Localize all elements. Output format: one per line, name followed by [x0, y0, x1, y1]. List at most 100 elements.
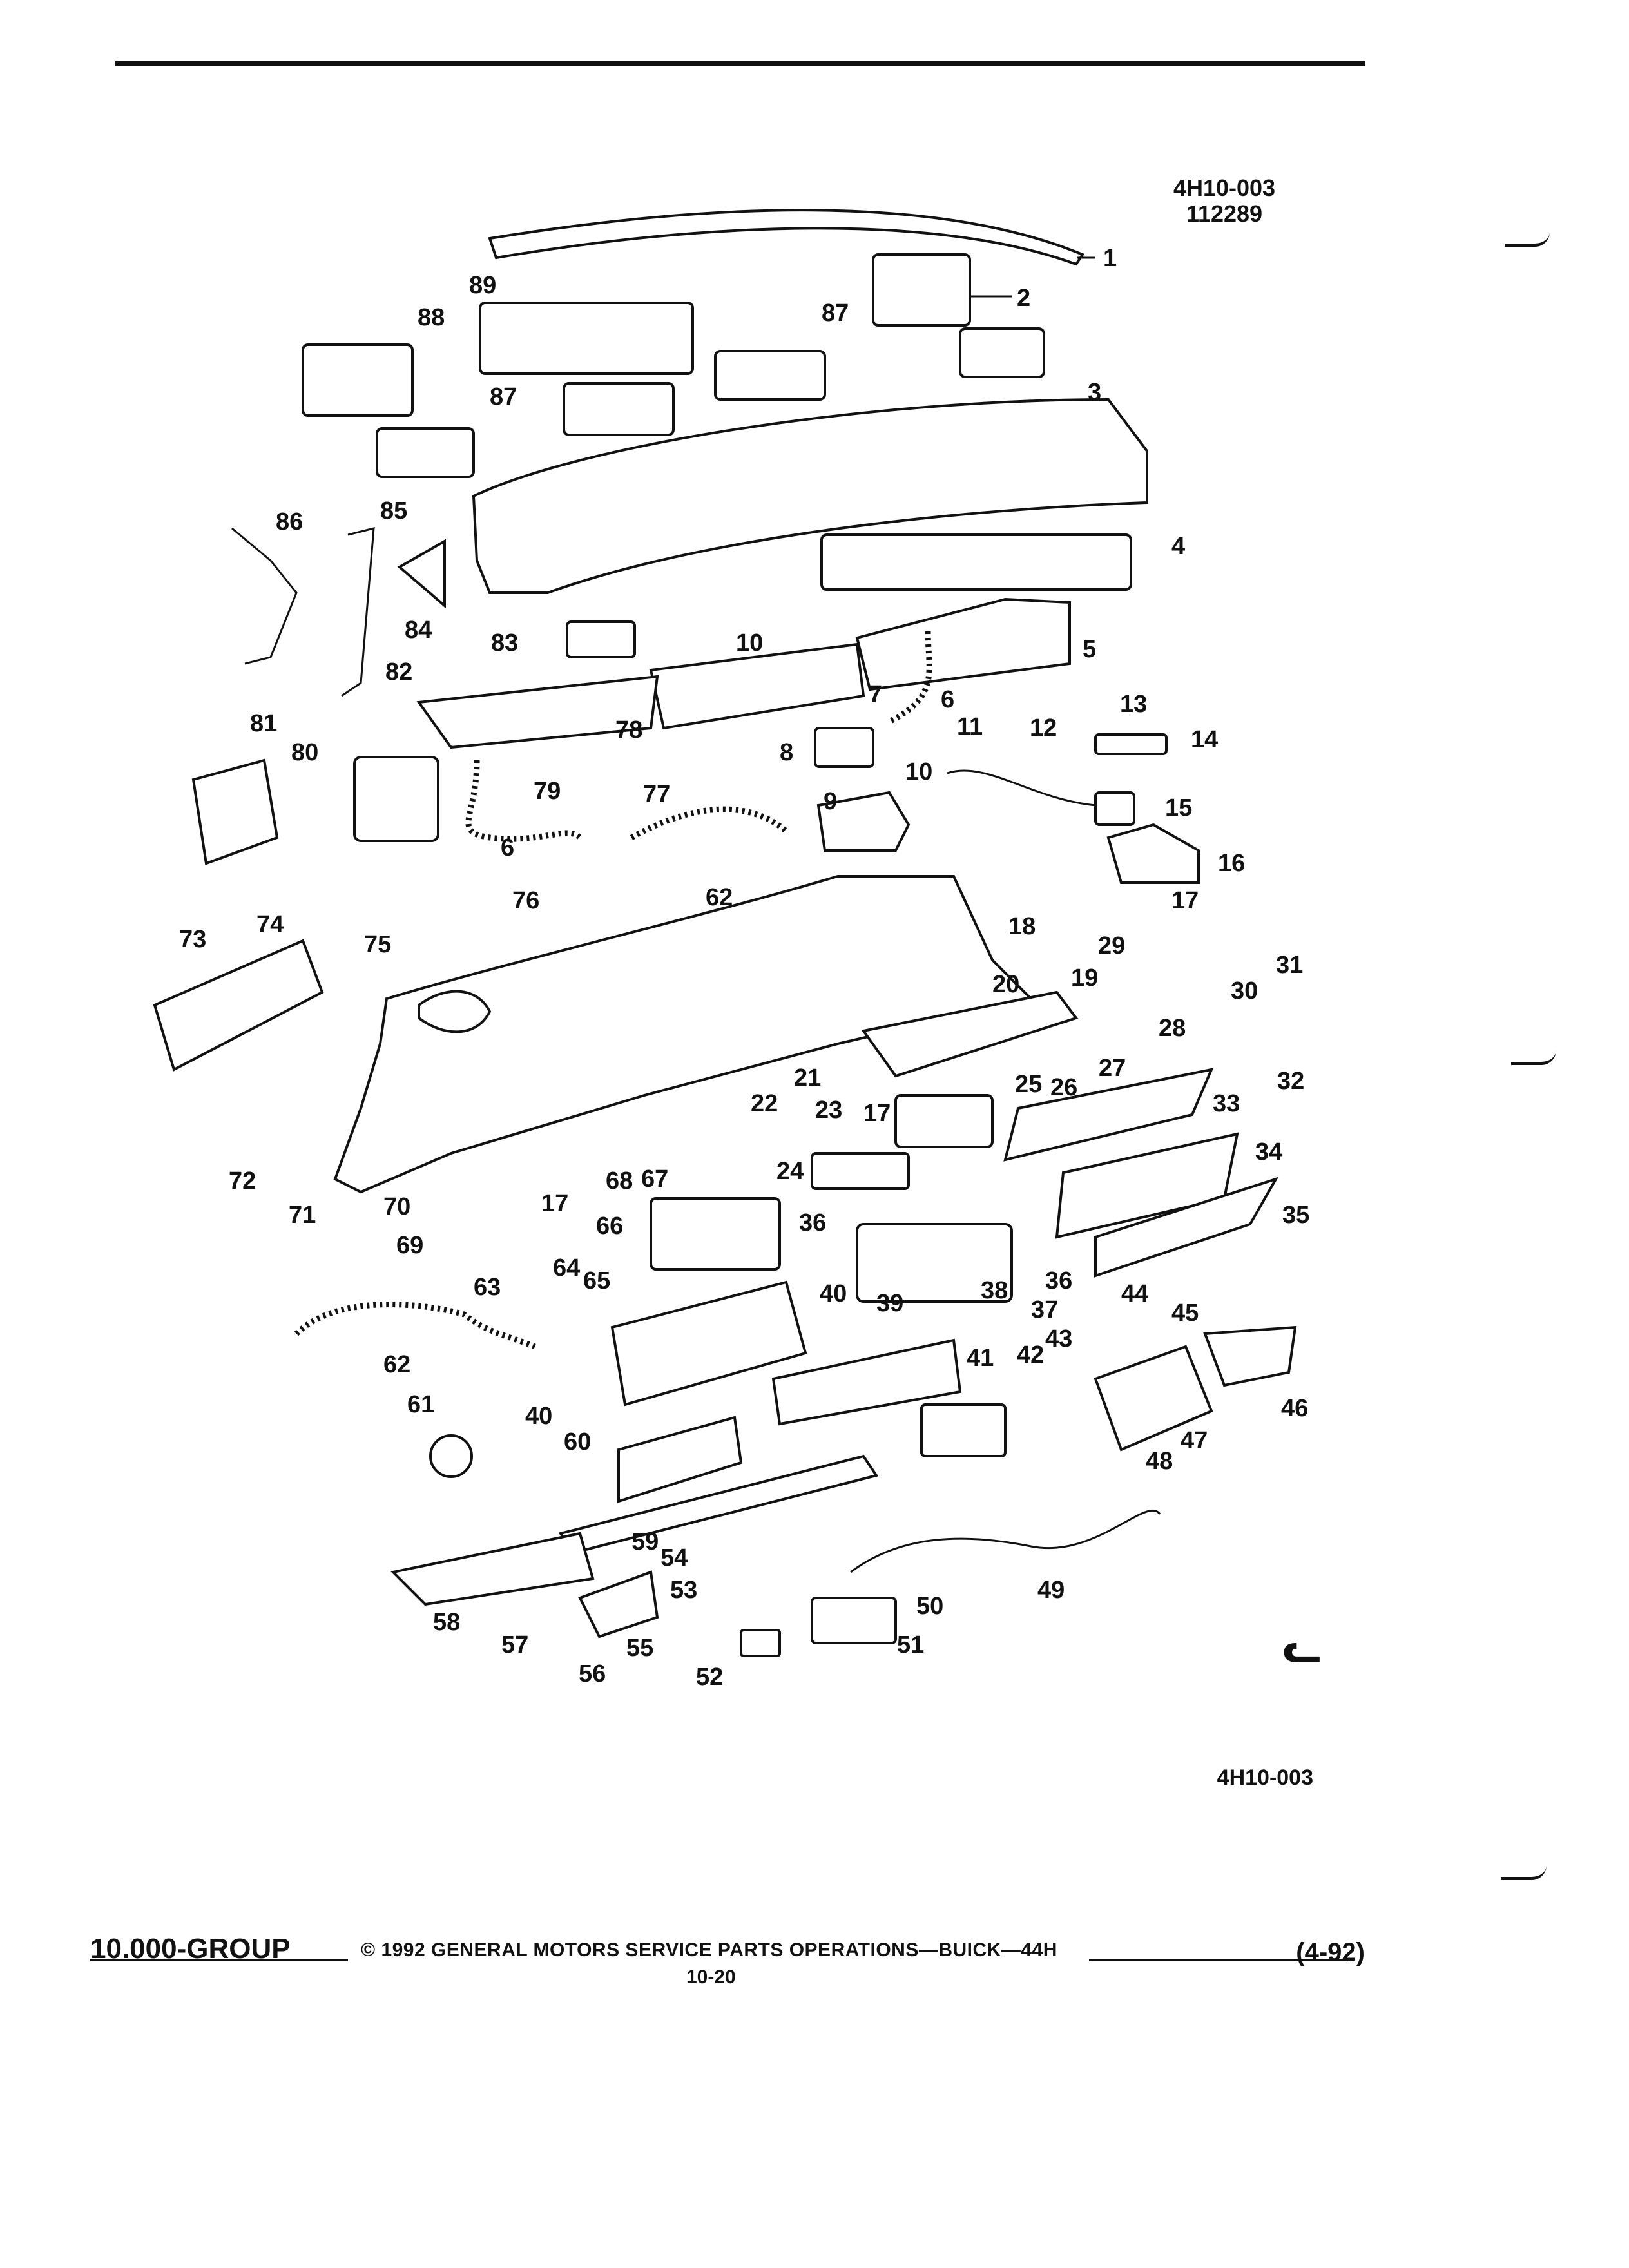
- part-61-ring: [429, 1434, 473, 1478]
- diagram-mark: ᓚ: [1282, 1625, 1321, 1673]
- part-dash-gauge-opening: [418, 990, 492, 1033]
- callout-20: 20: [992, 971, 1019, 998]
- footer-copyright: © 1992 GENERAL MOTORS SERVICE PARTS OPER…: [361, 1939, 1057, 1961]
- part-80: [353, 756, 439, 842]
- diagram-ref-bottom: 4H10-003: [1217, 1765, 1313, 1790]
- footer-page-number: 10-20: [686, 1966, 736, 1988]
- callout-57: 57: [501, 1631, 528, 1658]
- callout-41: 41: [967, 1345, 994, 1372]
- callout-4: 4: [1171, 533, 1185, 560]
- part-83: [566, 620, 636, 658]
- part-87c: [714, 350, 826, 401]
- callout-58: 58: [433, 1609, 460, 1636]
- callout-68: 68: [606, 1168, 633, 1195]
- part-52: [740, 1629, 781, 1657]
- part-24: [811, 1152, 910, 1190]
- callout-59: 59: [631, 1528, 659, 1555]
- part-14: [1094, 733, 1168, 755]
- callout-35: 35: [1282, 1202, 1309, 1229]
- part-58: [390, 1532, 595, 1606]
- callout-25: 25: [1015, 1071, 1042, 1098]
- callout-82: 82: [385, 658, 412, 686]
- callout-28: 28: [1159, 1015, 1186, 1042]
- part-87d: [959, 327, 1045, 378]
- callout-54: 54: [660, 1544, 688, 1571]
- part-46: [1203, 1325, 1297, 1387]
- callout-36b: 36: [1045, 1267, 1072, 1294]
- part-4-trim: [820, 533, 1132, 591]
- callout-2: 2: [1017, 285, 1030, 312]
- callout-27: 27: [1099, 1055, 1126, 1082]
- callout-13: 13: [1120, 691, 1147, 718]
- part-6b-hose: [887, 631, 932, 725]
- callout-43: 43: [1045, 1325, 1072, 1352]
- callout-51: 51: [897, 1631, 924, 1658]
- callout-88: 88: [418, 304, 445, 331]
- callout-16: 16: [1218, 850, 1245, 877]
- part-21-tray: [861, 990, 1079, 1078]
- callout-34: 34: [1255, 1139, 1282, 1166]
- footer-rule-right: [1089, 1959, 1347, 1961]
- callout-38: 38: [981, 1277, 1008, 1304]
- callout-80: 80: [291, 739, 318, 766]
- callout-69: 69: [396, 1232, 423, 1259]
- callout-24: 24: [776, 1158, 804, 1185]
- callout-47: 47: [1181, 1427, 1208, 1454]
- part-defroster-grille: [488, 209, 1085, 266]
- exploded-parts-diagram: 1 2 3 4 5 6 6 7 8 9 10 10 11 12 13 14 15…: [153, 209, 1321, 1691]
- callout-44: 44: [1121, 1280, 1148, 1307]
- callout-87a: 87: [822, 300, 849, 327]
- top-rule: [115, 61, 1365, 66]
- callout-46: 46: [1281, 1395, 1308, 1422]
- callout-32: 32: [1277, 1068, 1304, 1095]
- part-73: [153, 939, 324, 1072]
- part-87b: [563, 382, 675, 436]
- part-45: [1094, 1345, 1213, 1452]
- footer-rule-left: [90, 1959, 348, 1961]
- callout-65: 65: [583, 1267, 610, 1294]
- callout-40a: 40: [820, 1280, 847, 1307]
- part-20-carrier: [333, 875, 1034, 1194]
- callout-75: 75: [364, 931, 391, 958]
- callout-6a: 6: [941, 686, 954, 713]
- callout-11: 11: [957, 713, 983, 740]
- part-85: [341, 527, 375, 697]
- callout-39: 39: [876, 1290, 903, 1317]
- part-33: [1003, 1068, 1214, 1162]
- part-49-cable: [850, 1509, 1161, 1573]
- callout-85: 85: [380, 497, 407, 524]
- part-11-12: [947, 769, 1096, 807]
- part-9: [814, 727, 874, 768]
- callout-15: 15: [1165, 794, 1192, 822]
- part-77-hose: [630, 806, 788, 840]
- callout-67: 67: [641, 1166, 668, 1193]
- part-10-blower: [816, 791, 911, 852]
- part-84: [397, 539, 446, 609]
- callout-48: 48: [1146, 1448, 1173, 1475]
- callout-86: 86: [276, 508, 303, 535]
- footer-group: 10.000-GROUP: [90, 1933, 291, 1965]
- callout-8: 8: [780, 739, 793, 766]
- callout-62a: 62: [706, 884, 733, 911]
- part-37-radio: [856, 1223, 1013, 1303]
- callout-19: 19: [1071, 965, 1098, 992]
- callout-37: 37: [1031, 1296, 1058, 1323]
- margin-mark-top: [1505, 232, 1550, 247]
- callout-89: 89: [469, 272, 496, 299]
- part-63-harness: [294, 1302, 536, 1350]
- ref-code: 4H10-003: [1173, 175, 1276, 201]
- part-dash-pad: [472, 398, 1148, 594]
- part-86: [231, 527, 298, 665]
- callout-30: 30: [1231, 977, 1258, 1004]
- part-89: [479, 302, 694, 375]
- callout-66: 66: [596, 1213, 623, 1240]
- callout-53: 53: [670, 1577, 697, 1604]
- callout-83: 83: [491, 629, 518, 657]
- callout-77: 77: [643, 781, 670, 808]
- callout-49: 49: [1037, 1577, 1065, 1604]
- callout-6b: 6: [501, 834, 514, 861]
- callout-70: 70: [383, 1193, 410, 1220]
- callout-5: 5: [1083, 636, 1096, 663]
- footer-revision: (4-92): [1296, 1938, 1365, 1966]
- part-87a: [376, 427, 475, 478]
